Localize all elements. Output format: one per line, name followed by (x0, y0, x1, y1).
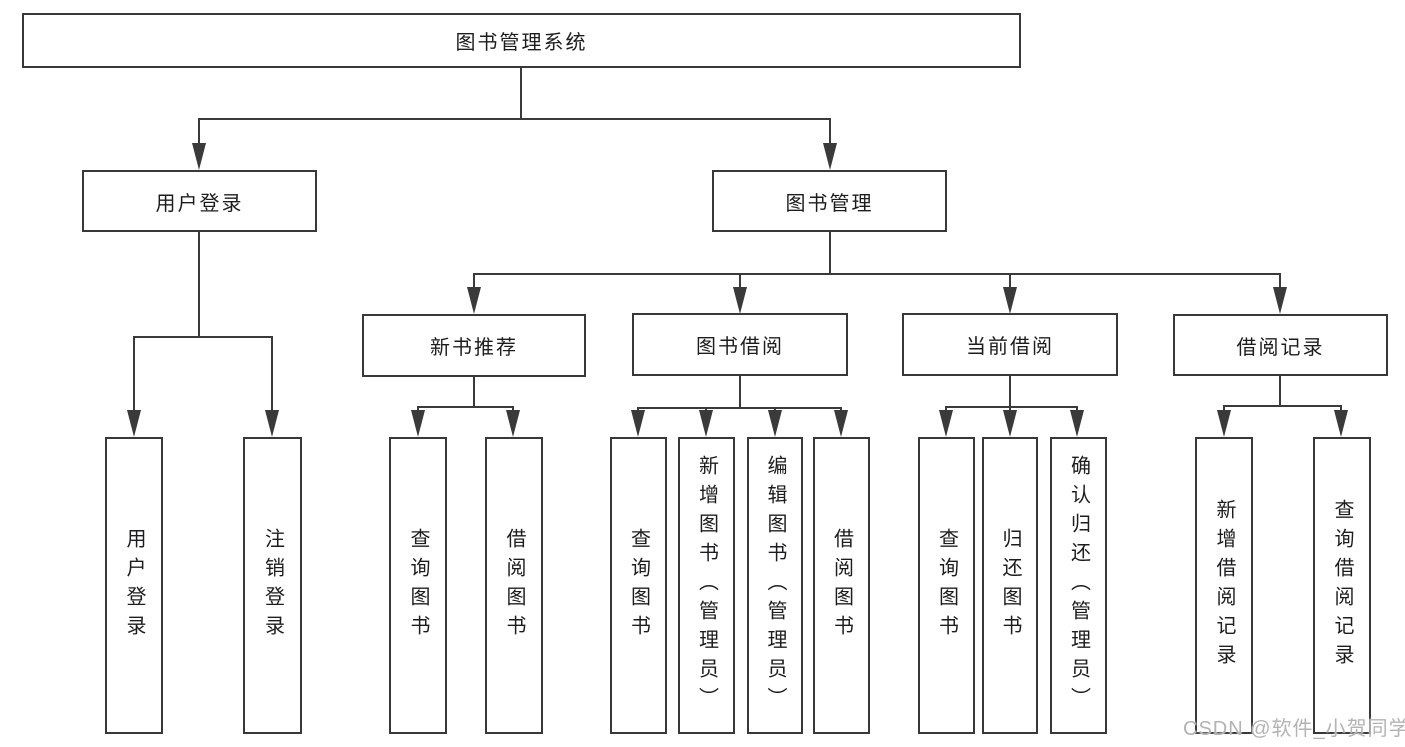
connector-line (133, 336, 273, 338)
connector-line (473, 273, 475, 289)
node-label: 当前借阅 (966, 336, 1054, 358)
arrow-down-icon (1273, 287, 1287, 314)
connector-line (1279, 376, 1281, 405)
leaf-current-query-books: 查询图书 (918, 437, 975, 734)
arrow-down-icon (1003, 410, 1017, 437)
node-borrow-records: 借阅记录 (1173, 314, 1388, 376)
connector-line (829, 118, 831, 145)
leaf-label: 借阅图书 (830, 527, 853, 644)
leaf-records-add-record: 新增借阅记录 (1195, 437, 1253, 734)
node-label: 图书管理 (785, 192, 874, 215)
connector-line (198, 118, 200, 145)
arrow-down-icon (1003, 287, 1017, 314)
leaf-label: 借阅图书 (503, 527, 525, 644)
arrow-down-icon (411, 410, 425, 437)
connector-line (417, 406, 514, 408)
connector-line (1076, 406, 1078, 413)
arrow-down-icon (834, 410, 848, 437)
node-book-borrow: 图书借阅 (632, 313, 848, 376)
connector-line (829, 232, 831, 273)
leaf-borrow-query-books: 查询图书 (610, 437, 667, 734)
connector-line (1223, 405, 1225, 413)
leaf-label: 用户登录 (123, 527, 145, 644)
connector-line (520, 68, 522, 118)
leaf-borrow-add-books-admin: 新增图书（管理员） (678, 437, 735, 734)
connector-line (417, 406, 419, 413)
connector-line (473, 273, 1280, 275)
connector-line (1279, 273, 1281, 289)
leaf-label: 查询借阅记录 (1331, 498, 1353, 673)
node-label: 图书管理系统 (455, 32, 588, 54)
connector-line (512, 406, 514, 413)
csdn-watermark: CSDN @软件_小贺同学 (1183, 718, 1405, 740)
leaf-recommend-borrow-books: 借阅图书 (485, 437, 543, 734)
leaf-borrow-edit-books-admin: 编辑图书（管理员） (747, 437, 803, 734)
leaf-logout: 注销登录 (243, 437, 302, 734)
arrow-down-icon (733, 287, 747, 314)
node-new-book-recommend: 新书推荐 (362, 314, 586, 377)
arrow-down-icon (631, 410, 645, 437)
node-label: 借阅记录 (1236, 336, 1325, 359)
arrow-down-icon (1334, 410, 1348, 437)
connector-line (739, 273, 741, 289)
connector-line (739, 376, 741, 407)
leaf-label: 新增图书（管理员） (695, 455, 718, 716)
connector-line (473, 377, 475, 406)
connector-line (637, 407, 841, 409)
arrow-down-icon (699, 410, 713, 437)
leaf-borrow-borrow-books: 借阅图书 (813, 437, 870, 734)
leaf-label: 查询图书 (935, 527, 958, 644)
leaf-label: 新增借阅记录 (1213, 498, 1235, 673)
arrow-down-icon (939, 410, 953, 437)
connector-line (271, 336, 273, 412)
arrow-down-icon (467, 287, 481, 314)
connector-line (1340, 405, 1342, 413)
node-book-management: 图书管理 (712, 170, 947, 232)
leaf-label: 查询图书 (407, 527, 429, 644)
arrow-down-icon (768, 410, 782, 437)
node-label: 用户登录 (155, 192, 244, 215)
arrow-down-icon (265, 410, 279, 437)
arrow-down-icon (506, 410, 520, 437)
leaf-label: 归还图书 (999, 527, 1021, 644)
leaf-current-confirm-return-admin: 确认归还（管理员） (1050, 437, 1107, 734)
leaf-current-return-books: 归还图书 (982, 437, 1038, 734)
connector-line (1009, 406, 1011, 413)
arrow-down-icon (127, 410, 141, 437)
node-root-system: 图书管理系统 (22, 13, 1021, 68)
node-user-login: 用户登录 (82, 170, 317, 232)
connector-line (198, 118, 831, 120)
connector-line (1009, 273, 1011, 289)
leaf-records-query-record: 查询借阅记录 (1313, 437, 1371, 734)
arrow-down-icon (823, 143, 837, 170)
connector-line (133, 336, 135, 412)
connector-line (1009, 376, 1011, 406)
connector-line (945, 406, 947, 413)
arrow-down-icon (192, 143, 206, 170)
leaf-recommend-query-books: 查询图书 (389, 437, 447, 734)
arrow-down-icon (1070, 410, 1084, 437)
node-label: 新书推荐 (430, 337, 518, 359)
node-label: 图书借阅 (696, 336, 784, 358)
arrow-down-icon (1217, 410, 1231, 437)
leaf-user-login: 用户登录 (105, 437, 163, 734)
node-current-borrow: 当前借阅 (902, 313, 1118, 376)
connector-line (198, 232, 200, 336)
leaf-label: 查询图书 (627, 527, 650, 644)
leaf-label: 注销登录 (261, 527, 284, 644)
leaf-label: 确认归还（管理员） (1067, 455, 1090, 716)
leaf-label: 编辑图书（管理员） (764, 455, 786, 716)
connector-line (1223, 405, 1341, 407)
connector-line (945, 406, 1078, 408)
